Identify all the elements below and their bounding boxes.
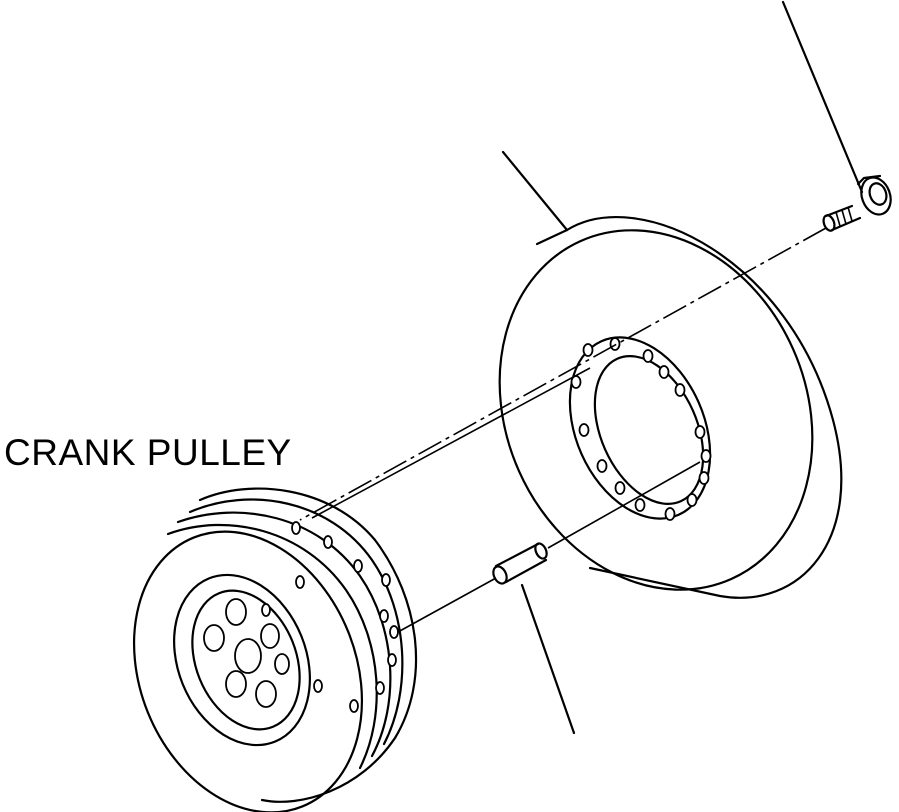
pulley-hub-ring — [173, 573, 311, 747]
pulley-front-face — [132, 530, 364, 812]
vibration-damper — [498, 216, 843, 599]
crank-pulley-label: CRANK PULLEY — [4, 432, 292, 473]
damper-leader-line — [501, 150, 569, 232]
upper-alignment-line — [311, 367, 591, 519]
lower-alignment-line — [397, 577, 497, 633]
bolt-axis-line — [299, 227, 827, 521]
pin-leader-line — [520, 583, 576, 735]
flange-bolt — [822, 174, 892, 232]
crank-pulley — [132, 487, 418, 812]
pulley-rim-holes — [261, 521, 399, 713]
bolt-leader-line — [781, 0, 864, 194]
pin-alignment-line — [547, 461, 701, 549]
damper-hub-ring — [568, 336, 712, 520]
damper-bolt-holes — [570, 337, 712, 521]
damper-bore — [593, 355, 705, 505]
pulley-hub — [191, 589, 301, 731]
dowel-pin — [492, 542, 548, 585]
pulley-hub-holes — [203, 598, 290, 708]
